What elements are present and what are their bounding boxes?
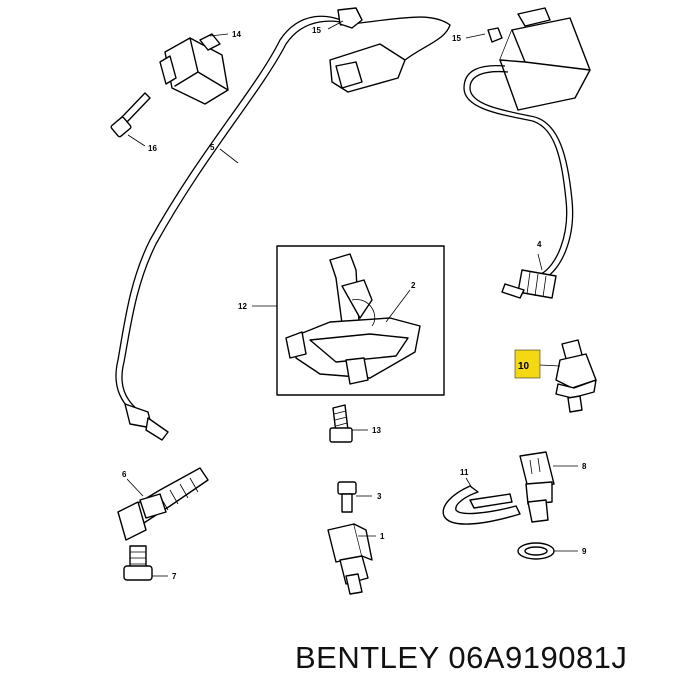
callout-16: 16 — [148, 144, 157, 153]
leader-5 — [219, 148, 239, 164]
part-4-temp-sensor-module — [463, 7, 591, 299]
part-6-sensor — [117, 467, 209, 541]
part-14-sensor — [159, 33, 229, 105]
callout-14: 14 — [232, 30, 241, 39]
part-7-bolt — [123, 545, 153, 581]
leader-6 — [126, 478, 144, 497]
callout-1: 1 — [380, 532, 385, 541]
callout-3: 3 — [377, 492, 382, 501]
callout-15-left: 15 — [312, 26, 321, 35]
part-10-oil-pressure-switch — [555, 339, 597, 413]
part-1-crank-sensor — [327, 523, 373, 595]
part-9-seal-ring — [517, 542, 555, 560]
callout-4: 4 — [537, 240, 542, 249]
callout-2: 2 — [411, 281, 416, 290]
leader-2 — [385, 289, 411, 323]
callout-15-right: 15 — [452, 34, 461, 43]
callout-10: 10 — [518, 361, 530, 372]
part-3-bolt — [337, 481, 357, 513]
part-13-bolt — [329, 404, 353, 443]
part-11-clip — [442, 485, 521, 525]
leader-15a — [327, 20, 344, 30]
callout-8: 8 — [582, 462, 587, 471]
callout-12: 12 — [238, 302, 247, 311]
callout-13: 13 — [372, 426, 381, 435]
leader-4 — [537, 253, 543, 271]
part-16-bolt — [110, 92, 151, 138]
callout-11: 11 — [460, 468, 469, 477]
callout-5: 5 — [210, 143, 215, 152]
leader-11 — [465, 477, 473, 489]
leader-16 — [127, 134, 146, 147]
part-5-temp-sensor-wire — [115, 7, 451, 441]
part-8-temp-sensor — [519, 451, 555, 523]
callout-10-highlight — [514, 349, 541, 379]
part-number-caption: BENTLEY 06A919081J — [295, 640, 628, 675]
part-2-oil-level-sensor — [285, 253, 421, 385]
leader-14 — [209, 33, 229, 37]
leader-15b — [465, 33, 486, 39]
callout-6: 6 — [122, 470, 127, 479]
callout-7: 7 — [172, 572, 177, 581]
callout-9: 9 — [582, 547, 587, 556]
leader-10 — [539, 364, 561, 367]
